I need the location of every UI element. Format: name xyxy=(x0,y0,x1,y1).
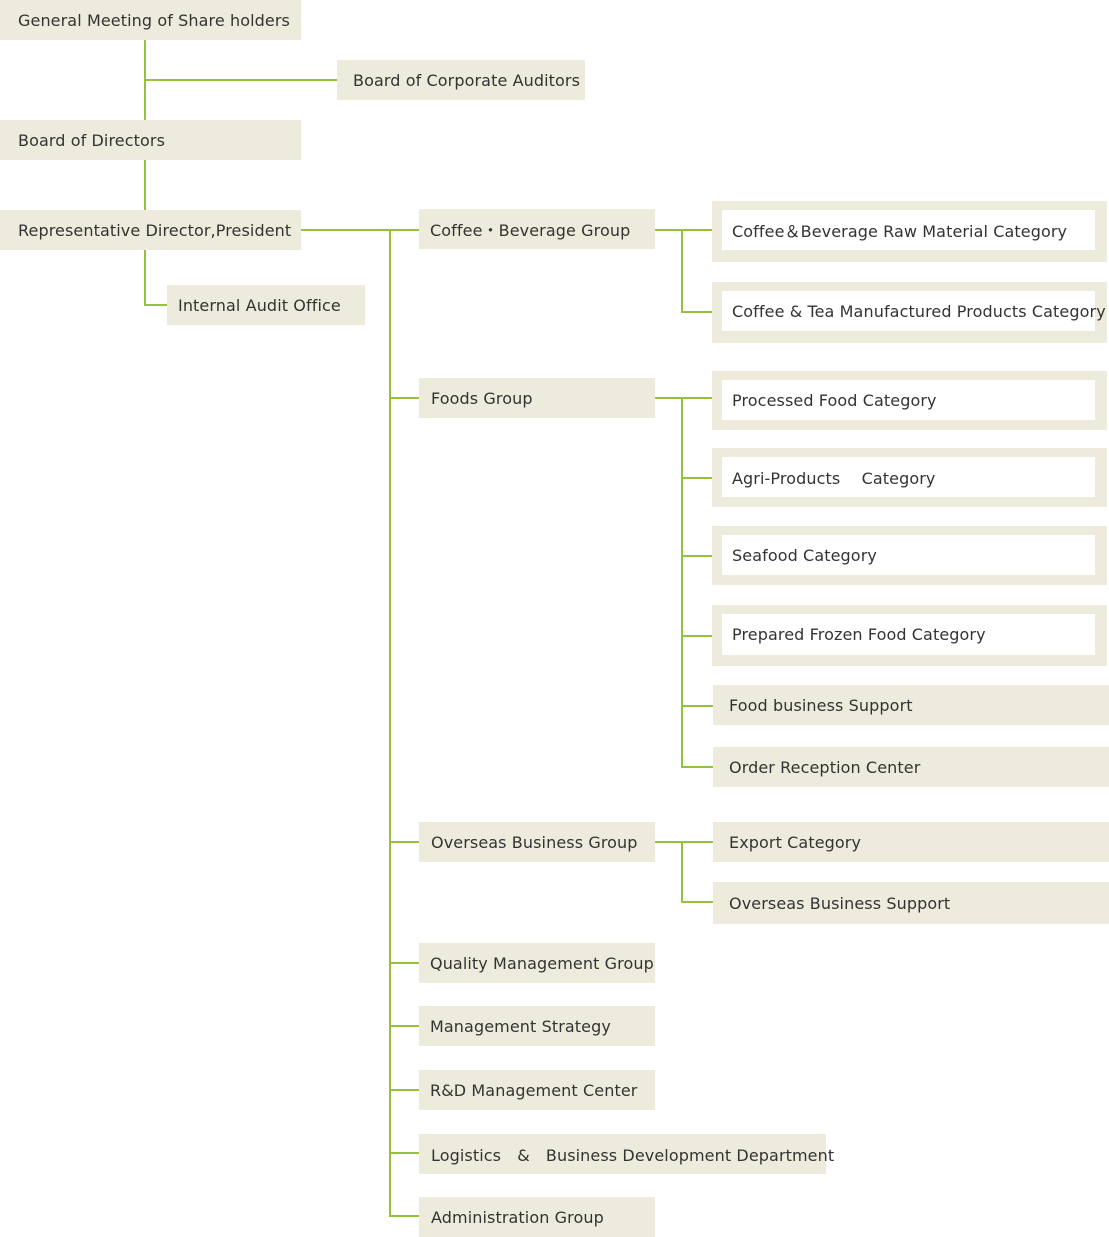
node-overseas-export: Export Category xyxy=(713,822,1109,862)
node-foods-seafood: Seafood Category xyxy=(712,526,1107,585)
node-foods-support: Food business Support xyxy=(713,685,1109,725)
node-group-rnd-label: R&D Management Center xyxy=(430,1080,638,1100)
node-shareholders-label: General Meeting of Share holders xyxy=(18,10,290,30)
node-group-quality: Quality Management Group xyxy=(419,943,655,983)
node-coffee-raw-material: Coffee＆Beverage Raw Material Category xyxy=(712,201,1107,262)
node-foods-order-label: Order Reception Center xyxy=(729,757,921,777)
connector-group-coffee xyxy=(389,229,419,231)
node-overseas-support: Overseas Business Support xyxy=(713,882,1109,924)
node-internal-audit: Internal Audit Office xyxy=(167,285,365,325)
node-coffee-manufactured-label: Coffee & Tea Manufactured Products Categ… xyxy=(732,301,1106,321)
node-president: Representative Director,President xyxy=(0,210,301,250)
node-directors-label: Board of Directors xyxy=(18,130,166,150)
connector-foods-order xyxy=(681,766,713,768)
connector-coffee-2 xyxy=(681,311,713,313)
connector-group-admin xyxy=(389,1215,419,1217)
connector-coffee-spine xyxy=(681,229,683,313)
connector-president-groups xyxy=(301,229,390,231)
connector-foods-support xyxy=(681,705,713,707)
connector-foods-spine xyxy=(681,397,683,768)
node-group-logistics-label: Logistics & Business Development Departm… xyxy=(431,1146,835,1165)
connector-president-audit-h xyxy=(144,304,167,306)
node-foods-processed: Processed Food Category xyxy=(712,371,1107,430)
node-foods-order: Order Reception Center xyxy=(713,747,1109,787)
node-group-coffee-label: Coffee・Beverage Group xyxy=(430,221,631,240)
node-shareholders: General Meeting of Share holders xyxy=(0,0,301,40)
node-auditors-label: Board of Corporate Auditors xyxy=(353,70,581,90)
connector-president-audit-v xyxy=(144,250,146,306)
node-group-foods-label: Foods Group xyxy=(431,388,533,408)
node-overseas-export-label: Export Category xyxy=(729,832,862,852)
node-coffee-raw-material-label: Coffee＆Beverage Raw Material Category xyxy=(732,222,1068,241)
node-foods-agri: Agri-Products Category xyxy=(712,448,1107,507)
node-foods-processed-inner: Processed Food Category xyxy=(722,380,1095,420)
connector-group-rnd xyxy=(389,1089,419,1091)
node-coffee-raw-material-inner: Coffee＆Beverage Raw Material Category xyxy=(722,210,1095,250)
node-group-admin-label: Administration Group xyxy=(431,1207,604,1227)
connector-group-logistics xyxy=(389,1152,419,1154)
connector-foods-seafood xyxy=(681,555,713,557)
node-foods-frozen-label: Prepared Frozen Food Category xyxy=(732,625,986,644)
node-president-label: Representative Director,President xyxy=(18,220,292,240)
node-foods-support-label: Food business Support xyxy=(729,695,913,715)
connector-auditors xyxy=(144,79,337,81)
connector-foods-agri xyxy=(681,477,713,479)
node-group-strategy-label: Management Strategy xyxy=(430,1016,611,1036)
node-group-rnd: R&D Management Center xyxy=(419,1070,655,1110)
node-coffee-manufactured-inner: Coffee & Tea Manufactured Products Categ… xyxy=(722,291,1106,331)
node-foods-frozen: Prepared Frozen Food Category xyxy=(712,605,1107,666)
connector-overseas-support xyxy=(681,901,713,903)
node-overseas-support-label: Overseas Business Support xyxy=(729,893,951,913)
node-foods-agri-label: Agri-Products Category xyxy=(732,469,936,488)
connector-groups-spine xyxy=(389,229,391,1217)
node-foods-seafood-inner: Seafood Category xyxy=(722,535,1095,575)
connector-foods-frozen xyxy=(681,635,713,637)
node-internal-audit-label: Internal Audit Office xyxy=(178,295,341,315)
node-group-logistics: Logistics & Business Development Departm… xyxy=(419,1134,834,1174)
connector-group-quality xyxy=(389,962,419,964)
node-group-overseas-label: Overseas Business Group xyxy=(431,832,638,852)
connector-overseas-spine xyxy=(681,841,683,903)
node-auditors: Board of Corporate Auditors xyxy=(337,60,585,100)
connector-foods-out xyxy=(655,397,713,399)
node-group-quality-label: Quality Management Group xyxy=(430,953,654,973)
node-foods-frozen-inner: Prepared Frozen Food Category xyxy=(722,614,1095,655)
node-directors: Board of Directors xyxy=(0,120,301,160)
node-group-admin: Administration Group xyxy=(419,1197,655,1237)
connector-group-overseas xyxy=(389,841,419,843)
node-group-foods: Foods Group xyxy=(419,378,655,418)
connector-overseas-out xyxy=(655,841,713,843)
node-coffee-manufactured: Coffee & Tea Manufactured Products Categ… xyxy=(712,282,1107,343)
connector-directors-president xyxy=(144,160,146,210)
node-group-overseas: Overseas Business Group xyxy=(419,822,655,862)
connector-group-strategy xyxy=(389,1025,419,1027)
node-foods-seafood-label: Seafood Category xyxy=(732,545,877,565)
node-foods-agri-inner: Agri-Products Category xyxy=(722,457,1095,497)
node-group-coffee: Coffee・Beverage Group xyxy=(419,209,655,249)
connector-group-foods xyxy=(389,397,419,399)
node-group-strategy: Management Strategy xyxy=(419,1006,655,1046)
node-foods-processed-label: Processed Food Category xyxy=(732,390,937,410)
connector-coffee-out xyxy=(655,229,713,231)
